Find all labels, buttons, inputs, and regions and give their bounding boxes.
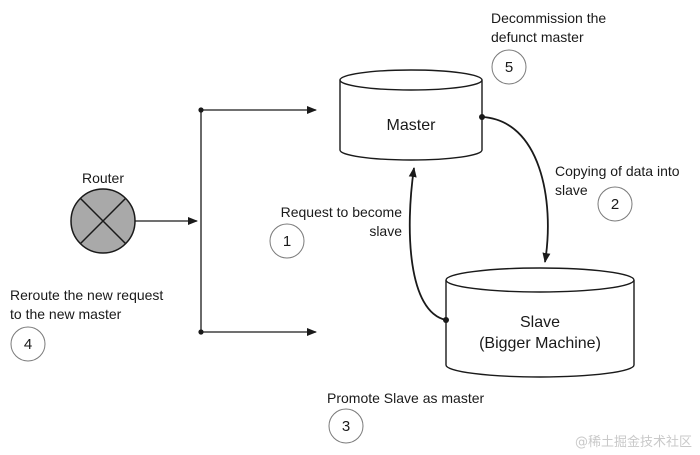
step-3-circle	[328, 408, 364, 444]
step-1-text-line2: slave	[369, 223, 402, 239]
router-label: Router	[82, 170, 124, 186]
step-2-number: 2	[611, 196, 619, 213]
copy-data-arrow	[481, 116, 551, 263]
master-label: Master	[387, 117, 437, 134]
request-slave-arrow	[408, 167, 447, 321]
slave-label: Slave	[520, 314, 560, 331]
step-1-number: 1	[283, 233, 291, 250]
step-1-text-line1: Request to become	[281, 204, 403, 220]
step-1-circle	[269, 223, 305, 259]
step-5-text-line2: defunct master	[491, 29, 584, 45]
step-4-circle	[10, 326, 46, 362]
step-4-text-line2: to the new master	[10, 306, 122, 322]
step-5-text-line1: Decommission the	[491, 10, 606, 26]
step-3-number: 3	[342, 418, 350, 435]
step-2-circle	[597, 186, 633, 222]
router-icon[interactable]	[70, 188, 136, 254]
master-database-icon[interactable]	[339, 69, 483, 161]
step-4-text-line1: Reroute the new request	[10, 287, 163, 303]
step-5-number: 5	[505, 59, 513, 76]
step-5-circle	[491, 49, 527, 85]
step-2-text-line2: slave	[555, 182, 588, 198]
step-2-text-line1: Copying of data into	[555, 163, 680, 179]
slave-database-icon[interactable]	[445, 267, 635, 378]
step-3-text-line1: Promote Slave as master	[327, 390, 485, 406]
slave-sublabel: (Bigger Machine)	[479, 335, 601, 352]
step-4-number: 4	[24, 336, 32, 353]
watermark-text: @稀土掘金技术社区	[575, 434, 692, 450]
